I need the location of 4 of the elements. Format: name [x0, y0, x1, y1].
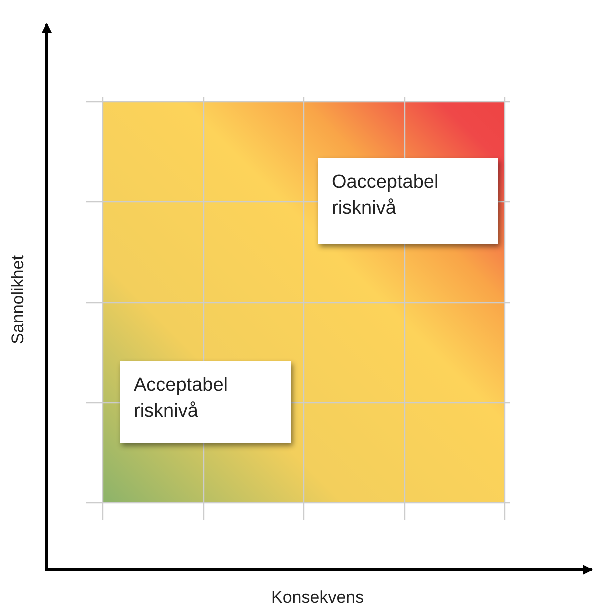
callout-box: Acceptabel risknivå — [120, 361, 291, 443]
axis-title: Sannolikhet — [8, 256, 28, 344]
axis-title: Konsekvens — [272, 588, 364, 606]
callout-box: Oacceptabel risknivå — [318, 158, 498, 244]
